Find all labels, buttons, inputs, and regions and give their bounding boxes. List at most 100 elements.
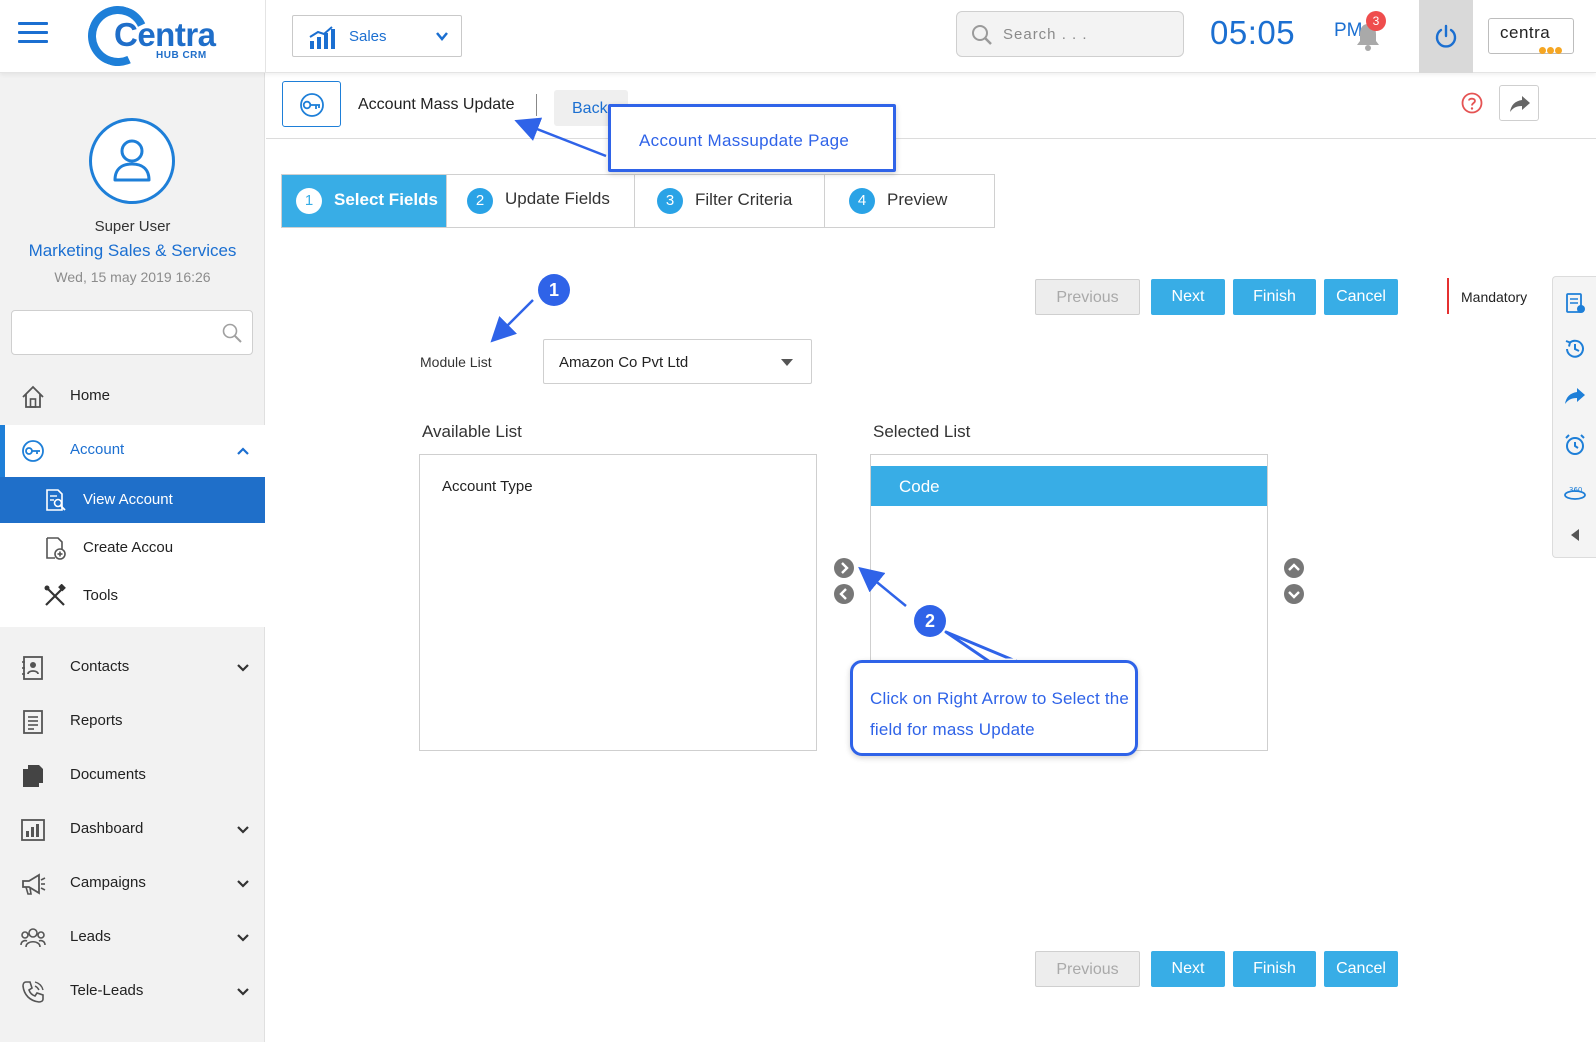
move-up-button[interactable] (1284, 558, 1304, 578)
cancel-button-top[interactable]: Cancel (1324, 279, 1398, 315)
sidebar: Super User Marketing Sales & Services We… (0, 73, 265, 1042)
sidebar-item-tools[interactable]: Tools (0, 573, 265, 619)
move-left-button[interactable] (834, 584, 854, 604)
share-arrow-icon (1510, 96, 1530, 112)
mandatory-label: Mandatory (1461, 289, 1528, 305)
sidebar-item-account[interactable]: Account (0, 425, 265, 477)
sidebar-item-campaigns[interactable]: Campaigns (0, 858, 265, 910)
sidebar-item-view-account[interactable]: View Account (0, 477, 265, 523)
global-search[interactable] (956, 11, 1184, 57)
module-list-value: Amazon Co Pvt Ltd (559, 354, 689, 371)
right-tool-rail: 360 (1552, 276, 1596, 558)
module-selector[interactable]: Sales (292, 15, 462, 57)
user-department: Marketing Sales & Services (28, 241, 237, 260)
module-list-dropdown[interactable]: Amazon Co Pvt Ltd (543, 339, 812, 384)
sidebar-item-contacts[interactable]: Contacts (0, 642, 265, 694)
account-module-icon (282, 81, 341, 127)
share-button[interactable] (1499, 85, 1539, 121)
tools-icon (44, 584, 66, 606)
module-list-label: Module List (420, 354, 492, 370)
sidebar-item-leads[interactable]: Leads (0, 912, 265, 964)
power-icon (1435, 24, 1457, 48)
help-icon[interactable] (1461, 92, 1483, 114)
finish-button-top[interactable]: Finish (1233, 279, 1316, 315)
sidebar-item-documents[interactable]: Documents (0, 750, 265, 802)
home-icon (22, 385, 44, 408)
sidebar-search-input[interactable] (20, 321, 210, 345)
move-right-button[interactable] (834, 558, 854, 578)
mandatory-indicator (1447, 278, 1449, 314)
finish-button-bottom[interactable]: Finish (1233, 951, 1316, 987)
chevron-up-icon (237, 447, 249, 455)
wizard-stepper: 1 Select Fields 2 Update Fields 3 Filter… (281, 174, 995, 228)
hamburger-menu-icon[interactable] (18, 22, 48, 46)
account-submenu: View Account Create Accou Tools (0, 477, 265, 627)
previous-button-bottom[interactable]: Previous (1035, 951, 1140, 987)
key-icon (300, 93, 324, 117)
page-title: Account Mass Update (358, 96, 515, 113)
step-filter-criteria[interactable]: 3 Filter Criteria (635, 175, 825, 227)
step-select-fields[interactable]: 1 Select Fields (282, 175, 447, 227)
clock-ampm: PM (1334, 20, 1363, 41)
step-preview[interactable]: 4 Preview (825, 175, 994, 227)
user-icon (113, 139, 151, 182)
selected-list-item[interactable]: Code (871, 466, 1267, 506)
chevron-up-icon (1288, 563, 1300, 571)
sidebar-item-create-account[interactable]: Create Accou (0, 525, 265, 571)
caret-down-icon (781, 359, 793, 366)
phone-icon (22, 981, 44, 1003)
collapse-left-icon[interactable] (1563, 523, 1587, 547)
previous-button-top[interactable]: Previous (1035, 279, 1140, 315)
documents-icon (23, 765, 43, 787)
chevron-down-icon (237, 664, 249, 672)
add-document-icon (46, 537, 66, 560)
sidebar-search[interactable] (11, 310, 253, 355)
view-360-icon[interactable]: 360 (1563, 481, 1587, 505)
key-icon (22, 440, 44, 462)
step-update-fields[interactable]: 2 Update Fields (447, 175, 635, 227)
centra-brand-badge: centra (1488, 18, 1574, 54)
step-badge-1: 1 (538, 274, 570, 306)
available-list-title: Available List (422, 422, 522, 441)
logo-area: Centra HUB CRM (0, 0, 266, 75)
next-button-top[interactable]: Next (1151, 279, 1225, 315)
sidebar-item-tele-leads[interactable]: Tele-Leads (0, 966, 265, 1018)
top-bar: Centra HUB CRM Sales 05:05 PM 3 cen (0, 0, 1596, 75)
centra-hub-crm-logo[interactable]: Centra HUB CRM (79, 0, 218, 75)
sidebar-item-dashboard[interactable]: Dashboard (0, 804, 265, 856)
contacts-icon (22, 656, 43, 680)
sidebar-item-home[interactable]: Home (0, 371, 265, 423)
next-button-bottom[interactable]: Next (1151, 951, 1225, 987)
selected-list-title: Selected List (873, 422, 971, 441)
alarm-clock-icon[interactable] (1563, 433, 1587, 457)
chevron-right-icon (841, 562, 849, 574)
available-list[interactable]: Account Type (419, 454, 817, 751)
avatar[interactable] (89, 118, 175, 204)
chevron-left-icon (839, 588, 847, 600)
title-separator (536, 94, 537, 116)
user-name: Super User (94, 218, 171, 235)
header-divider (266, 138, 1596, 139)
cancel-button-bottom[interactable]: Cancel (1324, 951, 1398, 987)
reports-icon (23, 710, 43, 734)
search-input[interactable] (1003, 22, 1173, 46)
sidebar-item-reports[interactable]: Reports (0, 696, 265, 748)
view-document-icon (46, 489, 66, 511)
leads-icon (20, 928, 46, 948)
svg-text:360: 360 (1569, 486, 1582, 494)
logout-button[interactable] (1419, 0, 1473, 73)
notification-count-badge: 3 (1366, 11, 1386, 31)
move-down-button[interactable] (1284, 584, 1304, 604)
clipboard-icon[interactable] (1563, 291, 1587, 315)
chevron-down-icon (237, 988, 249, 996)
module-selector-label: Sales (349, 28, 387, 45)
chevron-down-icon (237, 934, 249, 942)
step-badge-2: 2 (914, 605, 946, 637)
history-icon[interactable] (1563, 337, 1587, 361)
clock-time: 05:05 (1210, 14, 1296, 51)
forward-arrow-icon[interactable] (1563, 385, 1587, 409)
chevron-down-icon (237, 880, 249, 888)
chevron-down-icon (1288, 591, 1300, 599)
chevron-down-icon (436, 32, 448, 41)
available-list-item[interactable]: Account Type (442, 478, 533, 495)
